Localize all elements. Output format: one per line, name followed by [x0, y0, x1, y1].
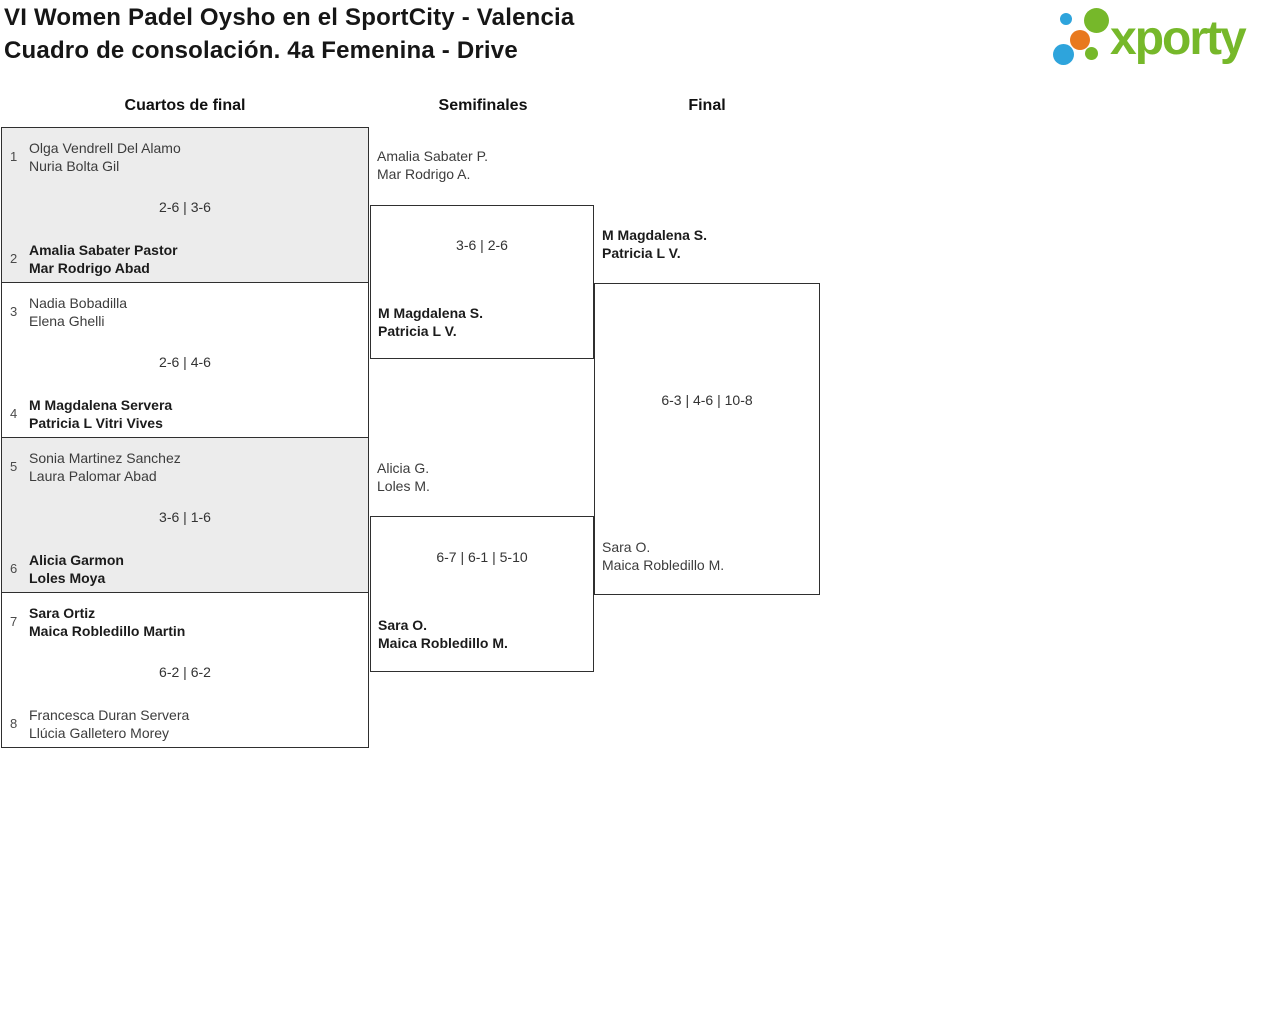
player-name: Maica Robledillo M.	[378, 635, 508, 651]
logo-wordmark: xporty	[1110, 12, 1247, 65]
team-pair: Amalia Sabater P. Mar Rodrigo A.	[377, 147, 488, 183]
team-pair: Sara O. Maica Robledillo M.	[378, 616, 508, 652]
player-name: Patricia L V.	[378, 323, 457, 339]
player-name: Loles M.	[377, 478, 430, 494]
player-name: Laura Palomar Abad	[29, 468, 157, 484]
team-pair: M Magdalena Servera Patricia L Vitri Viv…	[29, 396, 172, 432]
player-name: Amalia Sabater P.	[377, 148, 489, 164]
player-name: Sara Ortiz	[29, 605, 96, 621]
player-name: Nadia Bobadilla	[29, 295, 128, 311]
match-score: 2-6 | 3-6	[159, 199, 211, 215]
match-semifinal-1-box	[370, 205, 594, 359]
player-name: M Magdalena Servera	[29, 397, 173, 413]
team-pair: Amalia Sabater Pastor Mar Rodrigo Abad	[29, 241, 178, 277]
player-name: Mar Rodrigo A.	[377, 166, 471, 182]
player-name: Sara O.	[602, 539, 651, 555]
player-name: Nuria Bolta Gil	[29, 158, 120, 174]
player-name: Mar Rodrigo Abad	[29, 260, 150, 276]
logo-dot-icon	[1085, 47, 1098, 60]
player-name: Sara O.	[378, 617, 428, 633]
seed-number: 5	[10, 459, 18, 474]
match-quarterfinal-2: 3 Nadia Bobadilla Elena Ghelli 2-6 | 4-6…	[2, 282, 368, 437]
seed-number: 7	[10, 614, 18, 629]
match-score: 3-6 | 2-6	[456, 237, 508, 253]
round-header-quarterfinals: Cuartos de final	[124, 97, 246, 114]
team-pair: M Magdalena S. Patricia L V.	[602, 226, 707, 262]
seed-number: 6	[10, 561, 18, 576]
match-quarterfinal-3: 5 Sonia Martinez Sanchez Laura Palomar A…	[2, 437, 368, 592]
team-pair: Sara Ortiz Maica Robledillo Martin	[29, 604, 185, 640]
seed-number: 1	[10, 149, 18, 164]
bracket-subtitle: Cuadro de consolación. 4a Femenina - Dri…	[4, 37, 518, 64]
xporty-logo[interactable]: xporty	[1050, 3, 1276, 73]
player-name: M Magdalena S.	[378, 305, 484, 321]
team-pair: Sonia Martinez Sanchez Laura Palomar Aba…	[29, 449, 181, 485]
player-name: Francesca Duran Servera	[29, 707, 190, 723]
seed-number: 4	[10, 406, 18, 421]
player-name: Alicia Garmon	[29, 552, 124, 568]
player-name: Loles Moya	[29, 570, 106, 586]
player-name: M Magdalena S.	[602, 227, 708, 243]
match-score: 6-2 | 6-2	[159, 664, 211, 680]
seed-number: 8	[10, 716, 18, 731]
logo-dot-icon	[1084, 8, 1109, 33]
match-score: 3-6 | 1-6	[159, 509, 211, 525]
player-name: Patricia L V.	[602, 245, 681, 261]
team-pair: Alicia Garmon Loles Moya	[29, 551, 124, 587]
tournament-title: VI Women Padel Oysho en el SportCity - V…	[4, 4, 575, 31]
player-name: Maica Robledillo Martin	[29, 623, 186, 639]
player-name: Patricia L Vitri Vives	[29, 415, 163, 431]
seed-number: 3	[10, 304, 18, 319]
team-pair: Francesca Duran Servera Llúcia Galletero…	[29, 706, 189, 742]
logo-dot-icon	[1060, 13, 1072, 25]
team-pair: Sara O. Maica Robledillo M.	[602, 538, 724, 574]
player-name: Amalia Sabater Pastor	[29, 242, 178, 258]
logo-dot-icon	[1053, 44, 1074, 65]
round-header-final: Final	[688, 97, 726, 114]
player-name: Llúcia Galletero Morey	[29, 725, 170, 741]
player-name: Maica Robledillo M.	[602, 557, 725, 573]
match-final-box	[594, 283, 820, 595]
round-header-semifinals: Semifinales	[438, 97, 528, 114]
team-pair: Alicia G. Loles M.	[377, 459, 430, 495]
team-pair: Olga Vendrell Del Alamo Nuria Bolta Gil	[29, 139, 181, 175]
match-quarterfinal-1: 1 Olga Vendrell Del Alamo Nuria Bolta Gi…	[2, 128, 368, 282]
match-score: 6-3 | 4-6 | 10-8	[661, 392, 753, 408]
quarterfinals-column: 1 Olga Vendrell Del Alamo Nuria Bolta Gi…	[1, 127, 369, 748]
match-score: 2-6 | 4-6	[159, 354, 211, 370]
player-name: Sonia Martinez Sanchez	[29, 450, 181, 466]
match-quarterfinal-4: 7 Sara Ortiz Maica Robledillo Martin 6-2…	[2, 592, 368, 747]
match-semifinal-2-box	[370, 516, 594, 672]
player-name: Alicia G.	[377, 460, 430, 476]
player-name: Olga Vendrell Del Alamo	[29, 140, 181, 156]
team-pair: M Magdalena S. Patricia L V.	[378, 304, 483, 340]
team-pair: Nadia Bobadilla Elena Ghelli	[29, 294, 127, 330]
match-score: 6-7 | 6-1 | 5-10	[436, 549, 528, 565]
logo-dot-icon	[1070, 30, 1090, 50]
seed-number: 2	[10, 251, 18, 266]
player-name: Elena Ghelli	[29, 313, 105, 329]
